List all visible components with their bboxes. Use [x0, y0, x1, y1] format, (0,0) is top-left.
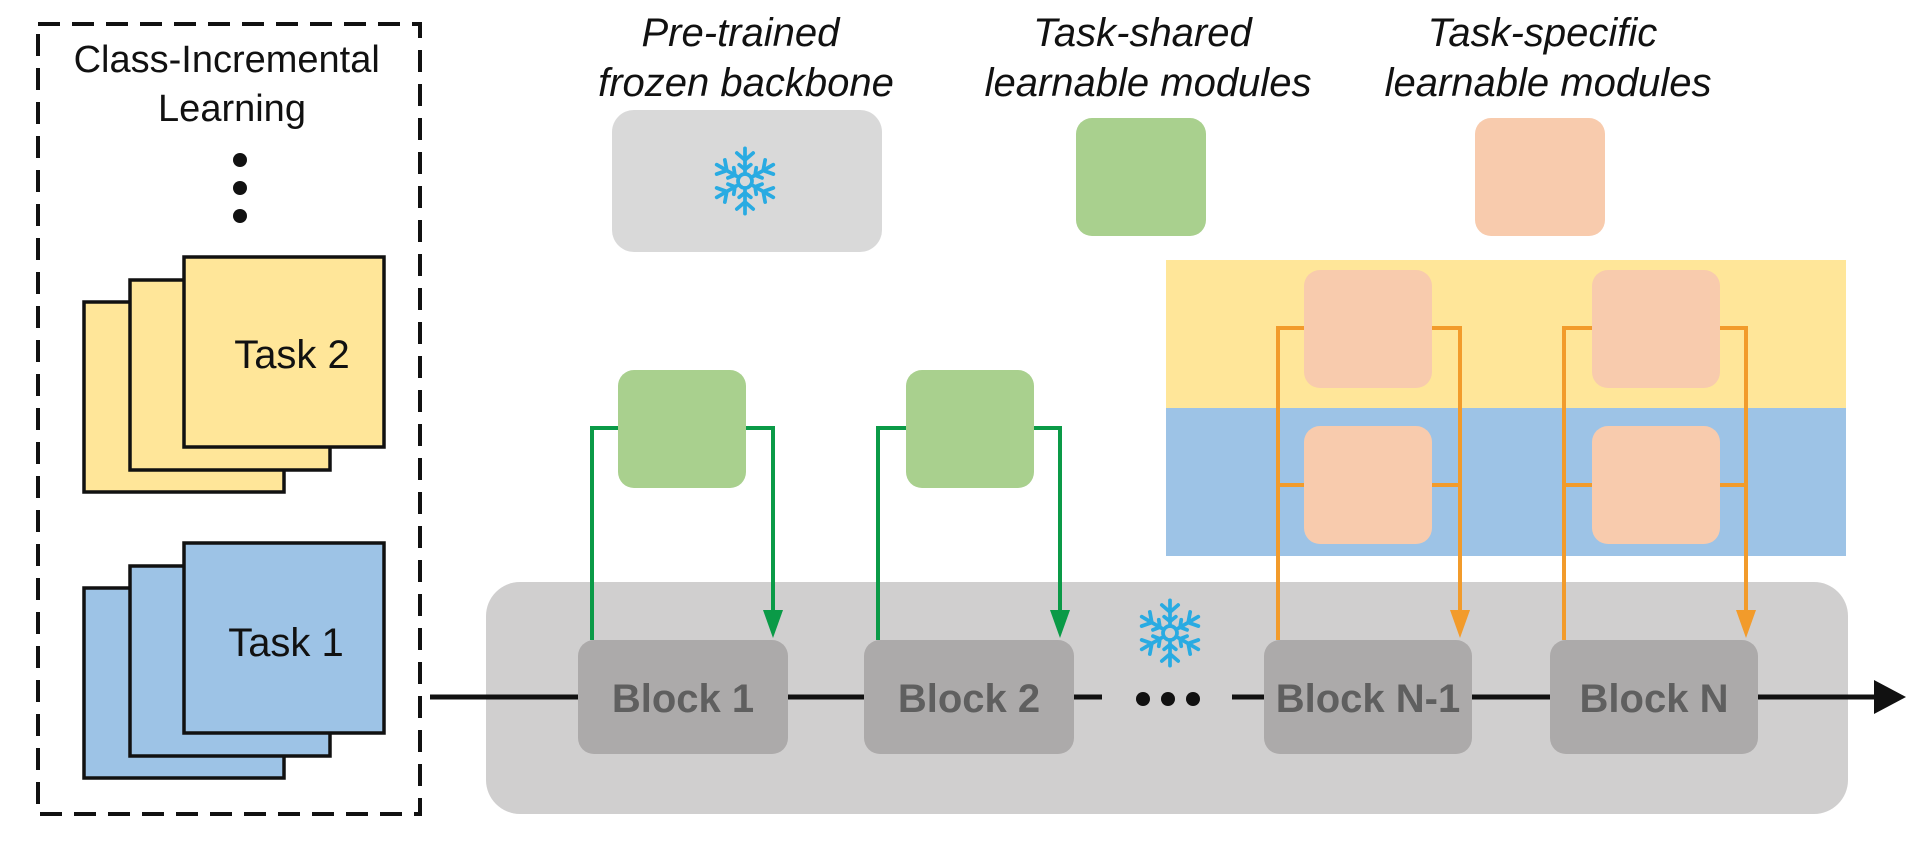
legend: Pre-trained frozen backbone Task-shared …: [598, 11, 1711, 252]
task2-stack: Task 2: [82, 255, 386, 494]
specific-module-task1: [1592, 426, 1720, 544]
block-n-minus-1-box: [1264, 640, 1472, 754]
task1-card: [182, 541, 386, 735]
output-arrowhead: [1874, 680, 1906, 714]
legend-specific-swatch: [1475, 118, 1605, 236]
shared-module-2: [876, 370, 1070, 640]
specific-modules-block-n: [1562, 270, 1756, 640]
legend-frozen-label: Pre-trained frozen backbone: [598, 11, 894, 105]
specific-module-task1: [1304, 426, 1432, 544]
specific-modules-block-n-1: [1276, 270, 1470, 640]
legend-shared-label: Task-shared learnable modules: [985, 11, 1312, 105]
task2-card: [182, 255, 386, 449]
block-1-label: Block 1: [612, 677, 754, 721]
block-2-label: Block 2: [898, 677, 1040, 721]
legend-specific-line-2: learnable modules: [1385, 61, 1712, 105]
specific-module-task2: [1592, 270, 1720, 388]
shared-module-box: [906, 370, 1034, 488]
block-n-minus-1-label: Block N-1: [1276, 677, 1461, 721]
block-n-label: Block N: [1580, 677, 1729, 721]
block-n-minus-1: Block N-1: [1264, 640, 1472, 754]
block-n-box: [1550, 640, 1758, 754]
cil-title-line-1: Class-Incremental: [74, 39, 380, 81]
pipeline-line: [430, 680, 1906, 714]
legend-frozen-swatch: [612, 110, 882, 252]
task1-label: Task 1: [228, 621, 344, 665]
legend-shared-line-1: Task-shared: [1033, 11, 1253, 55]
cil-title-line-2: Learning: [158, 88, 306, 130]
block-1-box: [578, 640, 788, 754]
legend-specific-line-1: Task-specific: [1428, 11, 1658, 55]
cil-dashed-border: [36, 22, 422, 816]
shared-module-box: [618, 370, 746, 488]
legend-shared-swatch: [1076, 118, 1206, 236]
task1-stack: Task 1: [82, 541, 386, 780]
specific-module-task2: [1304, 270, 1432, 388]
cil-panel: Class-Incremental Learning Task 2 Task 1: [36, 22, 422, 816]
legend-specific-label: Task-specific learnable modules: [1385, 11, 1712, 105]
task2-label: Task 2: [234, 333, 350, 377]
cil-title: Class-Incremental Learning: [74, 39, 391, 130]
block-2-box: [864, 640, 1074, 754]
legend-shared-line-2: learnable modules: [985, 61, 1312, 105]
horizontal-ellipsis-icon: [1136, 692, 1200, 706]
block-n: Block N: [1550, 640, 1758, 754]
block-2: Block 2: [864, 640, 1074, 754]
vertical-ellipsis-icon: [233, 153, 247, 223]
legend-frozen-line-1: Pre-trained: [642, 11, 842, 55]
block-1: Block 1: [578, 640, 788, 754]
shared-module-1: [590, 370, 783, 640]
legend-frozen-line-2: frozen backbone: [598, 61, 894, 105]
